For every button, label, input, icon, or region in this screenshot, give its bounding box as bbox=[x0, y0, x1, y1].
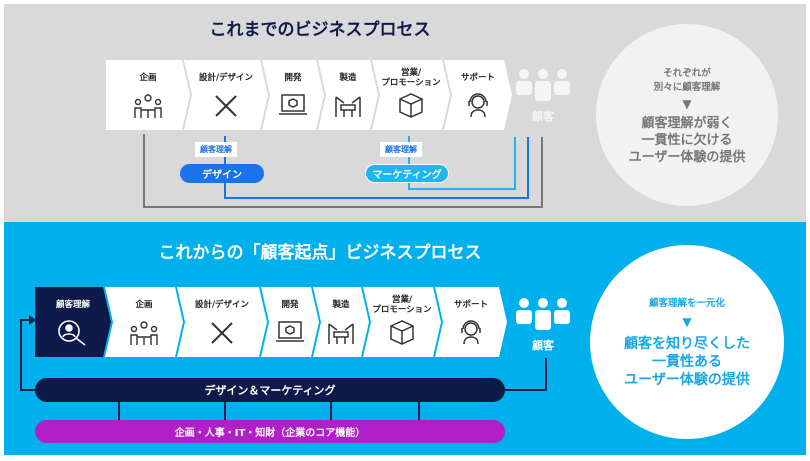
customer-group: 顧客 bbox=[515, 68, 571, 124]
step-label: 製造 bbox=[339, 73, 357, 83]
headset-operator-icon bbox=[465, 92, 491, 118]
headset-operator-icon bbox=[458, 319, 484, 345]
customers-icon bbox=[516, 69, 570, 101]
step-manufacturing: 製造 bbox=[313, 287, 369, 357]
step-sales-promotion: 営業/ プロモーション bbox=[372, 60, 450, 130]
core-functions-bar: 企画・人事・IT・知財（企業のコア機能） bbox=[35, 420, 505, 443]
step-label: 開発 bbox=[284, 73, 302, 83]
step-planning: 企画 bbox=[106, 60, 190, 130]
loop-line bbox=[545, 358, 547, 391]
feedback-line-gray bbox=[143, 206, 543, 208]
step-design: 設計/デザイン bbox=[184, 60, 268, 130]
current-process-bar: 企画 設計/デザイン 開発 製造 営業/ プロモーション サポート bbox=[106, 60, 516, 130]
circle-text: 顧客を知り尽くした bbox=[624, 336, 750, 352]
feedback-line-gray bbox=[143, 134, 145, 208]
step-label: 製造 bbox=[332, 300, 350, 310]
factory-robot-icon bbox=[326, 319, 356, 345]
feedback-line-marketing bbox=[514, 137, 516, 190]
step-manufacturing: 製造 bbox=[318, 60, 378, 130]
current-outcome-circle: それぞれが 別々に顧客理解 ▼ 顧客理解が弱く 一貫性に欠ける ユーザー体験の提… bbox=[596, 24, 778, 206]
step-label: 企画 bbox=[135, 300, 153, 310]
step-label: 設計/デザイン bbox=[194, 300, 250, 310]
circle-text: ユーザー体験の提供 bbox=[624, 372, 750, 388]
circle-text: 顧客理解を一元化 bbox=[648, 298, 725, 309]
factory-robot-icon bbox=[333, 92, 363, 118]
feedback-line-marketing bbox=[408, 136, 410, 190]
step-label: サポート bbox=[460, 73, 495, 83]
step-planning: 企画 bbox=[105, 287, 183, 357]
step-label: 開発 bbox=[281, 300, 299, 310]
step-design: 設計/デザイン bbox=[177, 287, 267, 357]
step-sales-promotion: 営業/ プロモーション bbox=[363, 287, 441, 357]
feedback-line-design bbox=[224, 197, 529, 199]
step-label: 設計/デザイン bbox=[198, 73, 254, 83]
marketing-pill: マーケティング bbox=[365, 164, 449, 183]
step-customer-understanding: 顧客理解 bbox=[35, 287, 111, 357]
customer-label: 顧客 bbox=[532, 339, 554, 352]
connector-line bbox=[118, 402, 120, 420]
customer-label: 顧客 bbox=[532, 110, 554, 123]
laptop-cube-icon bbox=[278, 92, 308, 118]
loop-line bbox=[20, 319, 22, 391]
step-label: 顧客理解 bbox=[55, 300, 90, 310]
step-development: 開発 bbox=[262, 60, 324, 130]
loop-line bbox=[20, 389, 40, 391]
step-support: サポート bbox=[435, 287, 507, 357]
box-icon bbox=[397, 92, 425, 118]
meeting-icon bbox=[133, 92, 163, 120]
pencil-ruler-icon bbox=[212, 92, 240, 120]
customer-understanding-label-marketing: 顧客理解 bbox=[380, 142, 422, 157]
circle-text: ユーザー体験の提供 bbox=[628, 149, 746, 165]
customers-icon bbox=[516, 298, 570, 330]
current-process-title: これまでのビジネスプロセス bbox=[209, 20, 431, 40]
future-process-title: これからの「顧客起点」ビジネスプロセス bbox=[158, 243, 482, 263]
feedback-line-gray bbox=[541, 137, 543, 208]
design-pill: デザイン bbox=[180, 164, 264, 183]
design-marketing-bar: デザイン＆マーケティング bbox=[35, 378, 505, 402]
circle-text: 顧客理解が弱く bbox=[641, 115, 733, 131]
meeting-icon bbox=[129, 319, 159, 347]
customer-understanding-label-design: 顧客理解 bbox=[195, 142, 237, 157]
step-label: 企画 bbox=[139, 73, 157, 83]
step-label: 営業/ プロモーション bbox=[372, 295, 432, 315]
connector-line bbox=[224, 402, 226, 420]
connector-line bbox=[418, 402, 420, 420]
arrow-right-icon bbox=[29, 315, 36, 325]
circle-text: 一貫性に欠ける bbox=[641, 132, 733, 148]
loop-line bbox=[500, 389, 547, 391]
future-outcome-circle: 顧客理解を一元化 ▼ 顧客を知り尽くした 一貫性ある ユーザー体験の提供 bbox=[590, 245, 784, 439]
pencil-ruler-icon bbox=[208, 319, 236, 347]
connector-line bbox=[330, 402, 332, 420]
circle-text: それぞれが bbox=[663, 67, 711, 79]
circle-text: 一貫性ある bbox=[652, 354, 722, 370]
step-label: サポート bbox=[453, 300, 488, 310]
customer-group: 顧客 bbox=[515, 297, 571, 353]
loop-line bbox=[20, 319, 32, 321]
step-label: 営業/ プロモーション bbox=[381, 68, 441, 88]
search-user-icon bbox=[57, 319, 89, 347]
laptop-cube-icon bbox=[275, 319, 305, 345]
circle-text: 別々に顧客理解 bbox=[653, 81, 721, 93]
future-process-bar: 顧客理解 企画 設計/デザイン 開発 製造 営業/ プロモーション サポート bbox=[35, 287, 513, 357]
step-support: サポート bbox=[444, 60, 512, 130]
feedback-line-design bbox=[527, 137, 529, 199]
down-triangle-icon: ▼ bbox=[682, 315, 692, 329]
box-icon bbox=[388, 319, 416, 345]
step-development: 開発 bbox=[261, 287, 319, 357]
feedback-line-marketing bbox=[408, 188, 516, 190]
down-triangle-icon: ▼ bbox=[682, 96, 692, 111]
